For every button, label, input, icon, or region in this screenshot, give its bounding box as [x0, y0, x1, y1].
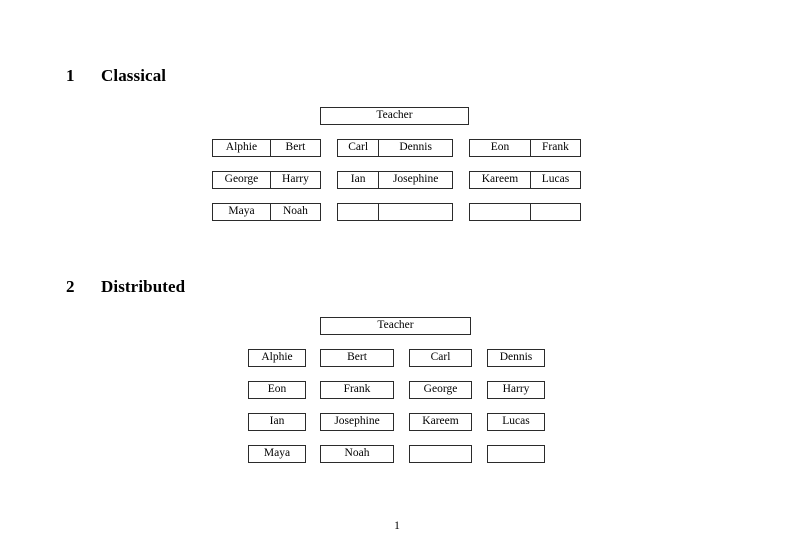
- distributed-cell-empty: [409, 445, 472, 463]
- distributed-cell: Alphie: [248, 349, 306, 367]
- section-1-number: 1: [66, 66, 75, 85]
- table-cell: Carl: [348, 141, 369, 154]
- classical-right-row-3: [469, 203, 581, 221]
- distributed-cell: George: [409, 381, 472, 399]
- table-cell: Eon: [490, 141, 510, 154]
- classical-left-row-1: Alphie Bert: [212, 139, 321, 157]
- table-cell-empty: [529, 204, 580, 220]
- table-cell: Harry: [269, 172, 320, 188]
- section-2-number: 2: [66, 277, 75, 296]
- classical-left-row-2: George Harry: [212, 171, 321, 189]
- distributed-cell: Harry: [487, 381, 545, 399]
- table-cell-empty: [378, 204, 452, 220]
- page-number: 1: [394, 520, 400, 532]
- classical-right-row-1: Eon Frank: [469, 139, 581, 157]
- table-cell: Alphie: [225, 141, 258, 154]
- table-cell-empty: [338, 204, 378, 220]
- section-1-title: Classical: [101, 66, 167, 85]
- classical-middle-row-2: Ian Josephine: [337, 171, 453, 189]
- distributed-cell: Josephine: [320, 413, 394, 431]
- table-cell: Lucas: [529, 172, 580, 188]
- classical-left-row-3: Maya Noah: [212, 203, 321, 221]
- distributed-cell-empty: [487, 445, 545, 463]
- table-cell: George: [224, 173, 259, 186]
- table-cell: Kareem: [481, 173, 519, 186]
- distributed-cell: Ian: [248, 413, 306, 431]
- distributed-cell: Lucas: [487, 413, 545, 431]
- table-cell: Maya: [228, 205, 255, 218]
- table-cell-empty: [470, 204, 530, 220]
- classical-teacher-box: Teacher: [320, 107, 469, 125]
- distributed-cell: Carl: [409, 349, 472, 367]
- table-cell: Ian: [350, 173, 366, 186]
- table-cell: Bert: [269, 140, 320, 156]
- classical-middle-row-3: [337, 203, 453, 221]
- table-cell: Josephine: [378, 172, 452, 188]
- classical-right-row-2: Kareem Lucas: [469, 171, 581, 189]
- distributed-cell: Eon: [248, 381, 306, 399]
- distributed-cell: Noah: [320, 445, 394, 463]
- distributed-cell: Bert: [320, 349, 394, 367]
- table-cell: Noah: [269, 204, 320, 220]
- distributed-cell: Kareem: [409, 413, 472, 431]
- section-2-title: Distributed: [101, 277, 186, 296]
- distributed-teacher-box: Teacher: [320, 317, 471, 335]
- table-cell: Frank: [529, 140, 580, 156]
- distributed-cell: Maya: [248, 445, 306, 463]
- table-cell: Dennis: [378, 140, 452, 156]
- classical-middle-row-1: Carl Dennis: [337, 139, 453, 157]
- distributed-cell: Dennis: [487, 349, 545, 367]
- distributed-cell: Frank: [320, 381, 394, 399]
